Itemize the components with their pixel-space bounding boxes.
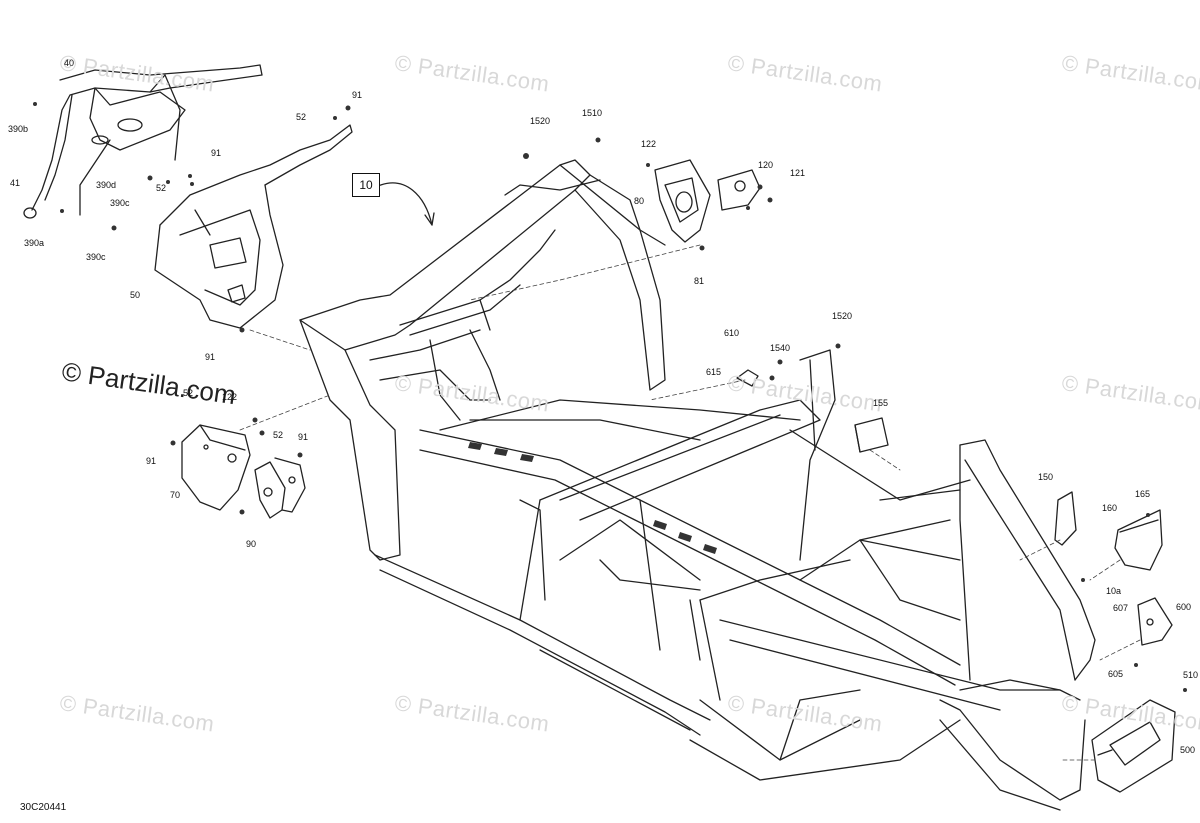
callout-390a[interactable]: 390a [24, 238, 45, 248]
part-150-guard [1054, 491, 1077, 546]
callout-120[interactable]: 120 [758, 160, 774, 170]
part-600-bracket [1137, 597, 1173, 646]
callout-165[interactable]: 165 [1135, 489, 1151, 499]
callout-90[interactable]: 90 [246, 539, 257, 549]
fasteners [33, 102, 1187, 692]
diagram-code: 30C20441 [20, 802, 67, 813]
callout-390c[interactable]: 390c [86, 252, 106, 262]
callout-122[interactable]: 122 [222, 392, 238, 402]
callout-91[interactable]: 91 [352, 90, 363, 100]
callout-390d[interactable]: 390d [96, 180, 117, 190]
callout-40[interactable]: 40 [64, 58, 75, 68]
callout-160[interactable]: 160 [1102, 503, 1118, 513]
callout-10a[interactable]: 10a [1106, 586, 1122, 596]
callout-81[interactable]: 81 [694, 276, 705, 286]
callout-605[interactable]: 605 [1108, 669, 1124, 679]
reference-box[interactable]: 10 [352, 173, 380, 197]
callout-390c[interactable]: 390c [110, 198, 130, 208]
callout-41[interactable]: 41 [10, 178, 21, 188]
callout-121[interactable]: 121 [790, 168, 806, 178]
callout-91[interactable]: 91 [298, 432, 309, 442]
callout-390b[interactable]: 390b [8, 124, 29, 134]
leader-lines [239, 244, 1141, 761]
part-610-clip [736, 369, 759, 387]
callout-122[interactable]: 122 [641, 139, 657, 149]
callout-1540[interactable]: 1540 [770, 343, 791, 353]
callout-70[interactable]: 70 [170, 490, 181, 500]
part-50-panel [154, 124, 353, 329]
callout-607[interactable]: 607 [1113, 603, 1129, 613]
part-500-skidplate [1091, 699, 1176, 793]
callout-150[interactable]: 150 [1038, 472, 1054, 482]
part-120-bracket [717, 169, 761, 211]
part-70-bracket [181, 424, 251, 511]
callout-1520[interactable]: 1520 [832, 311, 853, 321]
callout-91[interactable]: 91 [205, 352, 216, 362]
part-90-bracket [254, 457, 306, 519]
callout-91[interactable]: 91 [211, 148, 222, 158]
callout-500[interactable]: 500 [1180, 745, 1196, 755]
callout-52[interactable]: 52 [183, 388, 194, 398]
callout-610[interactable]: 610 [724, 328, 740, 338]
part-155-plate [854, 417, 889, 453]
part-160-guard [1114, 509, 1163, 571]
callout-1510[interactable]: 1510 [582, 108, 603, 118]
callout-52[interactable]: 52 [156, 183, 167, 193]
callout-1520[interactable]: 1520 [530, 116, 551, 126]
callout-600[interactable]: 600 [1176, 602, 1192, 612]
callout-52[interactable]: 52 [296, 112, 307, 122]
callout-91[interactable]: 91 [146, 456, 157, 466]
callout-50[interactable]: 50 [130, 290, 141, 300]
beam-holes [468, 442, 717, 554]
callout-80[interactable]: 80 [634, 196, 645, 206]
callout-155[interactable]: 155 [873, 398, 889, 408]
callout-615[interactable]: 615 [706, 367, 722, 377]
callout-52[interactable]: 52 [273, 430, 284, 440]
callout-510[interactable]: 510 [1183, 670, 1199, 680]
main-frame [299, 159, 1096, 811]
ref-arrow [377, 182, 433, 226]
part-80-bracket [654, 159, 711, 243]
part-40-handlebar [23, 64, 263, 219]
